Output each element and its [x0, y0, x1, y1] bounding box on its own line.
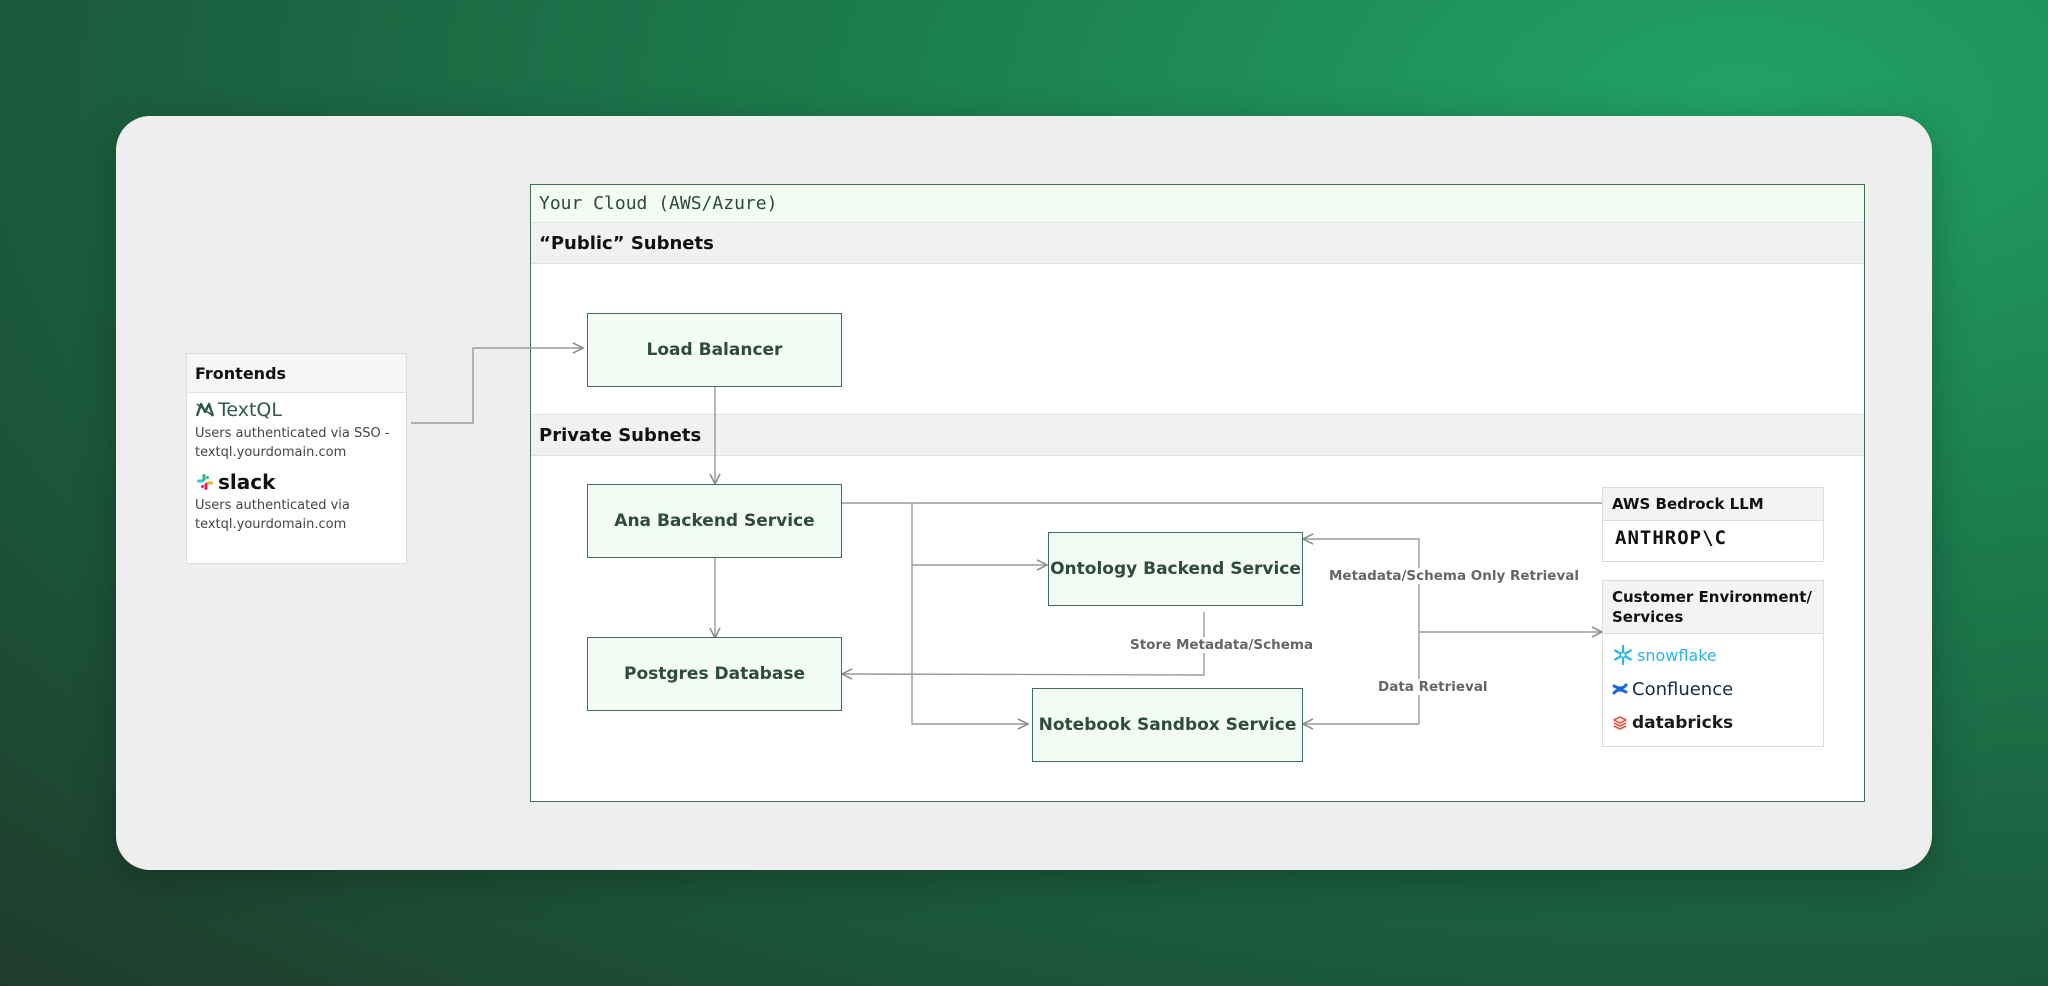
- slack-name: slack: [218, 470, 276, 494]
- bedrock-panel: AWS Bedrock LLM ANTHROP\C: [1602, 487, 1824, 562]
- edge-frontends-to-lb: [411, 348, 583, 424]
- textql-name: TextQL: [218, 399, 282, 421]
- label-store-metadata: Store Metadata/Schema: [1128, 637, 1316, 653]
- customer-environment-panel: Customer Environment/ Services snowflake…: [1602, 580, 1824, 747]
- confluence-logo: Confluence: [1612, 672, 1814, 706]
- databricks-icon: [1613, 716, 1627, 730]
- customer-title-line1: Customer Environment/: [1612, 588, 1812, 606]
- public-subnet-header: “Public” Subnets: [531, 222, 1864, 264]
- label-data-retrieval: Data Retrieval: [1376, 679, 1490, 695]
- slack-desc-line2: textql.yourdomain.com: [195, 517, 347, 532]
- databricks-logo: databricks: [1612, 706, 1814, 740]
- edge-ontology-to-postgres: [842, 612, 1205, 675]
- ontology-backend-box: Ontology Backend Service: [1048, 532, 1303, 606]
- cloud-title: Your Cloud (AWS/Azure): [531, 185, 1864, 222]
- customer-title-line2: Services: [1612, 608, 1684, 626]
- edge-ana-bus: [911, 503, 1028, 724]
- snowflake-logo: snowflake: [1612, 638, 1814, 672]
- postgres-box: Postgres Database: [587, 637, 842, 711]
- slack-desc-line1: Users authenticated via: [195, 498, 350, 513]
- notebook-sandbox-box: Notebook Sandbox Service: [1032, 688, 1303, 762]
- private-subnet-header: Private Subnets: [531, 414, 1864, 456]
- anthropic-logo: ANTHROP\C: [1615, 527, 1727, 549]
- bedrock-title: AWS Bedrock LLM: [1603, 488, 1823, 521]
- confluence-name: Confluence: [1632, 678, 1734, 700]
- slack-icon: [197, 474, 213, 490]
- confluence-icon: [1612, 683, 1628, 695]
- customer-environment-title: Customer Environment/ Services: [1603, 581, 1823, 634]
- textql-logo: TextQL: [195, 399, 398, 421]
- ana-backend-box: Ana Backend Service: [587, 484, 842, 558]
- frontends-panel: Frontends TextQL Users authenticated via…: [186, 353, 407, 564]
- textql-desc-line2: textql.yourdomain.com: [195, 445, 347, 460]
- label-metadata-retrieval: Metadata/Schema Only Retrieval: [1327, 568, 1581, 584]
- edge-customer-to-ontology: [1303, 539, 1420, 724]
- slack-logo: slack: [195, 470, 398, 494]
- textql-icon: [195, 402, 215, 417]
- snowflake-name: snowflake: [1637, 645, 1717, 665]
- snowflake-icon: [1614, 644, 1632, 666]
- databricks-name: databricks: [1632, 713, 1734, 733]
- textql-desc-line1: Users authenticated via SSO -: [195, 426, 390, 441]
- load-balancer-box: Load Balancer: [587, 313, 842, 387]
- frontends-title: Frontends: [187, 354, 406, 393]
